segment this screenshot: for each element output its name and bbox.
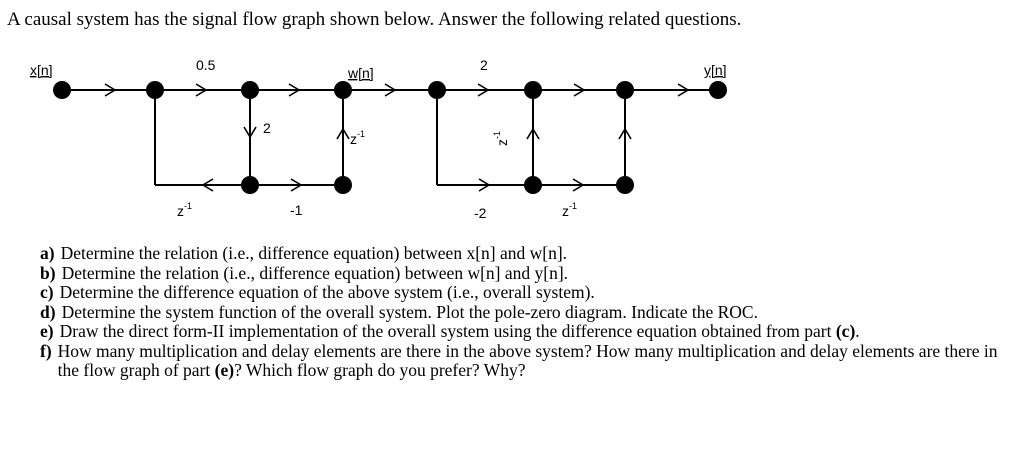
question-text-bold: (c): [835, 321, 856, 341]
arrow-right-icon: [290, 178, 303, 192]
node: [428, 81, 446, 99]
question-a: a) Determine the relation (i.e., differe…: [40, 243, 1000, 264]
signal-flow-graph: x[n] y[n] w[n] 0.5 2 2 -1 -2 z-1 z-1 z-1…: [30, 57, 727, 221]
arrow-right-icon: [104, 83, 117, 97]
node: [616, 81, 634, 99]
arrowheads: [104, 83, 690, 192]
question-f: f) How many multiplication and delay ele…: [40, 340, 1000, 381]
question-tag: b): [40, 262, 56, 283]
question-tag: f): [40, 340, 52, 361]
output-node: [709, 81, 727, 99]
question-tag: a): [40, 243, 55, 263]
question-text: Determine the relation (i.e., difference…: [60, 243, 568, 263]
node: [334, 176, 352, 194]
arrow-right-icon: [477, 83, 490, 97]
w-node: [334, 81, 352, 99]
question-text: How many multiplication and delay elemen…: [57, 340, 1000, 381]
arrow-right-icon: [573, 83, 586, 97]
output-label: y[n]: [704, 62, 727, 78]
gain-top-2: 2: [480, 57, 488, 73]
node: [616, 176, 634, 194]
gain-top-1: 0.5: [196, 57, 216, 73]
question-text: Determine the system function of the ove…: [61, 301, 758, 322]
problem-intro: A causal system has the signal flow grap…: [7, 9, 742, 30]
node: [146, 81, 164, 99]
question-text-bold: (e): [214, 360, 235, 380]
question-c: c) Determine the difference equation of …: [40, 282, 1000, 303]
question-text: Determine the relation (i.e., difference…: [61, 262, 569, 283]
question-d: d) Determine the system function of the …: [40, 301, 1000, 323]
node: [524, 176, 542, 194]
input-label: x[n]: [30, 62, 53, 78]
arrow-right-icon: [572, 178, 585, 192]
question-text-main: Draw the direct form-II implementation o…: [59, 321, 836, 341]
question-tag: d): [40, 301, 56, 322]
question-text-main: How many multiplication and delay elemen…: [57, 340, 998, 380]
question-text: Draw the direct form-II implementation o…: [59, 321, 860, 342]
question-text-after: ? Which flow graph do you prefer? Why?: [234, 360, 526, 380]
delay-label-center: z-1: [350, 129, 365, 147]
arrow-right-icon: [478, 178, 491, 192]
question-list: a) Determine the relation (i.e., differe…: [40, 243, 1000, 381]
node: [241, 81, 259, 99]
w-label: w[n]: [347, 65, 374, 81]
arrow-up-icon: [618, 127, 632, 140]
question-text-after: .: [855, 321, 860, 341]
question-b: b) Determine the relation (i.e., differe…: [40, 262, 1000, 284]
arrow-right-icon: [195, 83, 208, 97]
node: [241, 176, 259, 194]
arrow-left-icon: [201, 178, 214, 192]
gain-bottom-2: -2: [474, 205, 487, 221]
question-e: e) Draw the direct form-II implementatio…: [40, 321, 1000, 342]
delay-label-right-1: z-1: [492, 131, 510, 146]
delay-label-left: z-1: [177, 201, 192, 219]
nodes: [53, 81, 727, 194]
question-text: Determine the difference equation of the…: [59, 282, 595, 302]
delay-label-right-2: z-1: [562, 201, 577, 219]
arrow-right-icon: [384, 83, 397, 97]
gain-bottom-1: -1: [290, 202, 303, 218]
gain-vertical-1: 2: [263, 120, 271, 136]
arrow-up-icon: [526, 127, 540, 140]
question-tag: c): [40, 282, 54, 302]
node: [524, 81, 542, 99]
input-node: [53, 81, 71, 99]
arrow-up-icon: [336, 127, 350, 140]
question-tag: e): [40, 321, 54, 341]
arrow-right-icon: [288, 83, 301, 97]
arrow-down-icon: [243, 126, 257, 139]
arrow-right-icon: [677, 83, 690, 97]
